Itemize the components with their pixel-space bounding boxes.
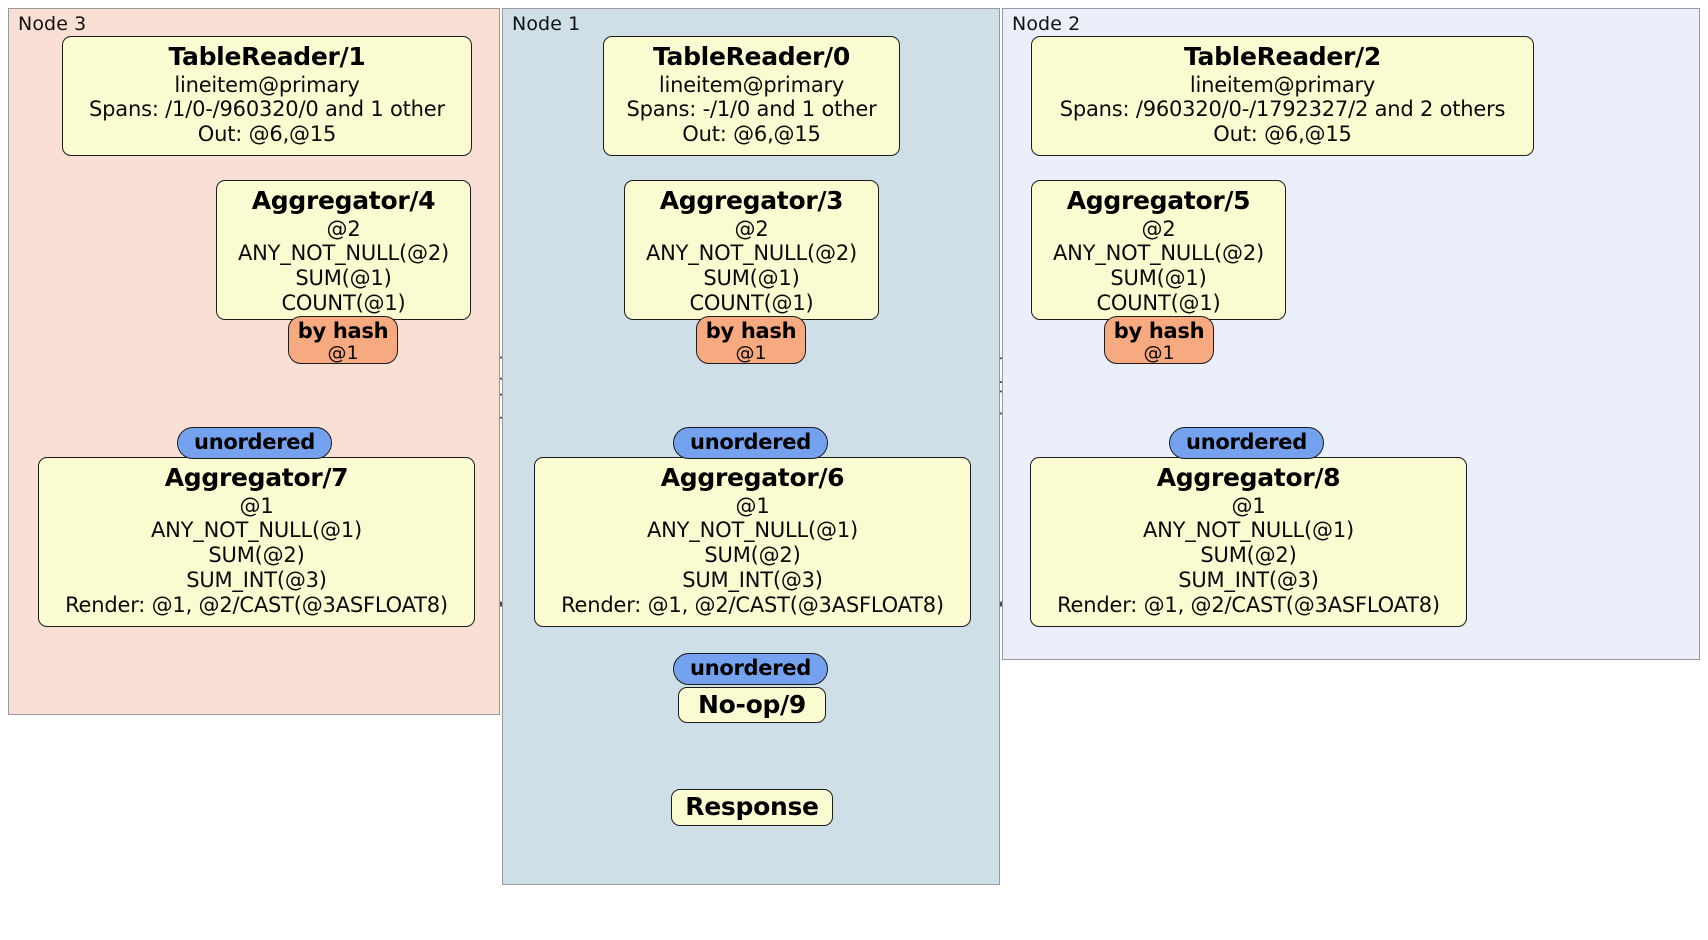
aggregator-4-detail-0: @2 (326, 216, 361, 241)
table-reader-0-detail-0: lineitem@primary (658, 72, 845, 97)
hash-router-aggregator-4-column: @1 (327, 342, 359, 365)
response[interactable]: Response (671, 789, 833, 826)
aggregator-8-detail-0: @1 (1231, 493, 1266, 518)
aggregator-8-detail-2: SUM(@2) (1200, 543, 1297, 568)
hash-router-aggregator-3-label: by hash (705, 319, 797, 343)
cluster-label-node-1: Node 1 (512, 13, 581, 35)
table-reader-1-detail-1: Spans: /1/0-/960320/0 and 1 other (89, 97, 445, 122)
table-reader-2-detail-1: Spans: /960320/0-/1792327/2 and 2 others (1059, 97, 1506, 122)
aggregator-5-detail-2: SUM(@1) (1110, 266, 1207, 291)
unordered-sync-aggregator-6[interactable]: unordered (673, 427, 828, 459)
aggregator-8-detail-1: ANY_NOT_NULL(@1) (1143, 518, 1354, 543)
cluster-label-node-3: Node 3 (18, 13, 87, 35)
table-reader-1-detail-2: Out: @6,@15 (197, 122, 337, 147)
unordered-sync-aggregator-7-label: unordered (194, 430, 315, 455)
aggregator-7-detail-2: SUM(@2) (208, 543, 305, 568)
aggregator-3-detail-3: COUNT(@1) (689, 290, 814, 315)
aggregator-4-detail-2: SUM(@1) (295, 266, 392, 291)
hash-router-aggregator-5-column: @1 (1143, 342, 1175, 365)
aggregator-8-title: Aggregator/8 (1156, 463, 1341, 492)
aggregator-5-title: Aggregator/5 (1066, 186, 1251, 215)
aggregator-6-detail-0: @1 (735, 493, 770, 518)
unordered-sync-no-op-9-label: unordered (690, 656, 811, 681)
unordered-sync-no-op-9[interactable]: unordered (673, 653, 828, 685)
aggregator-7-detail-4: Render: @1, @2/CAST(@3ASFLOAT8) (65, 592, 448, 617)
table-reader-0-detail-2: Out: @6,@15 (682, 122, 821, 147)
hash-router-aggregator-4[interactable]: by hash@1 (288, 316, 398, 364)
aggregator-5-detail-0: @2 (1141, 216, 1176, 241)
hash-router-aggregator-3[interactable]: by hash@1 (696, 316, 806, 364)
aggregator-4-title: Aggregator/4 (251, 186, 436, 215)
hash-router-aggregator-4-label: by hash (297, 319, 389, 343)
aggregator-7-title: Aggregator/7 (164, 463, 349, 492)
table-reader-2-detail-2: Out: @6,@15 (1213, 122, 1352, 147)
unordered-sync-aggregator-8-label: unordered (1186, 430, 1307, 455)
aggregator-7-detail-0: @1 (239, 493, 274, 518)
table-reader-1-detail-0: lineitem@primary (174, 72, 360, 97)
aggregator-7-detail-3: SUM_INT(@3) (186, 567, 327, 592)
cluster-label-node-2: Node 2 (1012, 13, 1081, 35)
aggregator-4-detail-1: ANY_NOT_NULL(@2) (238, 241, 449, 266)
no-op-9[interactable]: No-op/9 (678, 687, 826, 723)
table-reader-0-title: TableReader/0 (652, 42, 850, 71)
aggregator-3-detail-1: ANY_NOT_NULL(@2) (646, 241, 857, 266)
aggregator-3-title: Aggregator/3 (659, 186, 844, 215)
hash-router-aggregator-5[interactable]: by hash@1 (1104, 316, 1214, 364)
hash-router-aggregator-5-label: by hash (1113, 319, 1205, 343)
unordered-sync-aggregator-7[interactable]: unordered (177, 427, 332, 459)
aggregator-6-detail-3: SUM_INT(@3) (682, 567, 823, 592)
table-reader-2-title: TableReader/2 (1183, 42, 1381, 71)
no-op-9-title: No-op/9 (698, 689, 806, 719)
aggregator-8-detail-4: Render: @1, @2/CAST(@3ASFLOAT8) (1057, 592, 1440, 617)
response-title: Response (685, 792, 819, 822)
hash-router-aggregator-3-column: @1 (735, 342, 767, 365)
aggregator-7-detail-1: ANY_NOT_NULL(@1) (151, 518, 362, 543)
aggregator-6-detail-2: SUM(@2) (704, 543, 801, 568)
aggregator-3-detail-0: @2 (734, 216, 769, 241)
table-reader-0-detail-1: Spans: -/1/0 and 1 other (626, 97, 877, 122)
table-reader-2-detail-0: lineitem@primary (1189, 72, 1376, 97)
aggregator-8-detail-3: SUM_INT(@3) (1178, 567, 1319, 592)
unordered-sync-aggregator-6-label: unordered (690, 430, 811, 455)
unordered-sync-aggregator-8[interactable]: unordered (1169, 427, 1324, 459)
aggregator-6-detail-4: Render: @1, @2/CAST(@3ASFLOAT8) (561, 592, 944, 617)
aggregator-6-detail-1: ANY_NOT_NULL(@1) (647, 518, 858, 543)
table-reader-1-title: TableReader/1 (168, 42, 366, 71)
aggregator-5-detail-3: COUNT(@1) (1096, 290, 1221, 315)
aggregator-3-detail-2: SUM(@1) (703, 266, 800, 291)
aggregator-6-title: Aggregator/6 (660, 463, 845, 492)
aggregator-5-detail-1: ANY_NOT_NULL(@2) (1053, 241, 1264, 266)
aggregator-4-detail-3: COUNT(@1) (281, 290, 406, 315)
